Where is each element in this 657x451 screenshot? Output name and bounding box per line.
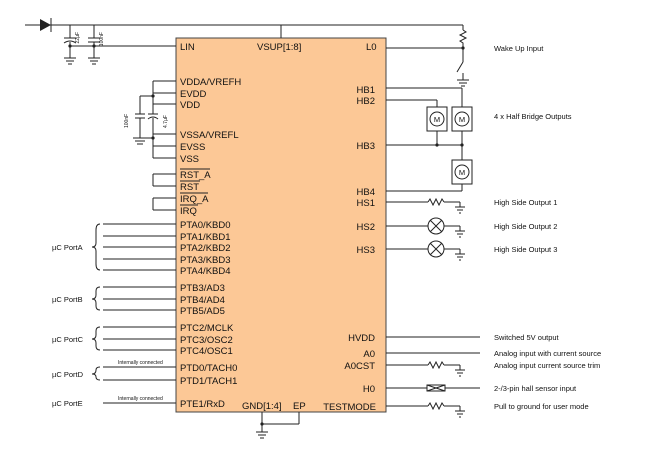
pin-ptb4: PTB4/AD4: [180, 295, 225, 306]
lower-right-wiring: [386, 336, 480, 418]
pin-pta1: PTA1/KBD1: [180, 232, 231, 243]
internal-note-e: Internally connected: [118, 396, 163, 402]
pin-vdd: VDD: [180, 100, 200, 111]
pin-hs2: HS2: [357, 222, 375, 233]
hs1-label: High Side Output 1: [494, 198, 557, 207]
hs3-label: High Side Output 3: [494, 245, 557, 254]
port-c-label: µC PortC: [52, 335, 84, 344]
pin-hb2: HB2: [357, 96, 375, 107]
port-d-label: µC PortD: [52, 370, 84, 379]
motor-1: M: [426, 106, 448, 132]
pin-a0cst: A0CST: [344, 361, 375, 372]
hvdd-label: Switched 5V output: [494, 333, 560, 342]
reset-irq-ties: [152, 173, 176, 211]
hs2-label: High Side Output 2: [494, 222, 557, 231]
pin-l0: L0: [366, 42, 377, 53]
pin-vdda: VDDA/VREFH: [180, 77, 241, 88]
pin-hs3: HS3: [357, 245, 375, 256]
right-pin-labels: HB1 HB2 HB3 HB4 HS1 HS2 HS3 HVDD A0 A0CS…: [323, 85, 376, 413]
hs2-lamp: [386, 217, 465, 238]
pin-pta3: PTA3/KBD3: [180, 255, 231, 266]
pin-hvdd: HVDD: [348, 333, 375, 344]
diode-icon: [40, 19, 51, 31]
pin-irq-a: IRQ_A: [180, 194, 209, 205]
pin-evss: EVSS: [180, 142, 205, 153]
pin-pta4: PTA4/KBD4: [180, 266, 231, 277]
motor-2-label: M: [459, 115, 465, 124]
pin-ptb5: PTB5/AD5: [180, 306, 225, 317]
pin-hb1: HB1: [357, 85, 375, 96]
wake-up-label: Wake Up Input: [494, 44, 544, 53]
half-bridge-wiring: [386, 87, 464, 192]
port-a-label: µC PortA: [52, 243, 83, 252]
pin-vssa: VSSA/VREFL: [180, 130, 239, 141]
pin-vsup: VSUP[1:8]: [257, 42, 301, 53]
cap-label-22uf: 22µF: [75, 32, 81, 44]
pin-pta2: PTA2/KBD2: [180, 243, 231, 254]
chip-ground: [256, 412, 300, 439]
pin-gnd: GND[1:4]: [242, 401, 282, 412]
internal-note-d: Internally connected: [118, 360, 163, 366]
hs1-load: [386, 197, 465, 214]
pin-rst: RST: [180, 182, 199, 193]
cap-label-100nf-vdd: 100nF: [124, 114, 130, 128]
wake-up-circuit: [386, 25, 469, 87]
pin-ptc2: PTC2/MCLK: [180, 323, 234, 334]
port-e-label: µC PortE: [52, 399, 83, 408]
pin-rst-a: RST_A: [180, 170, 211, 181]
pin-irq: IRQ: [180, 206, 197, 217]
pin-ptb3: PTB3/AD3: [180, 283, 225, 294]
supply-rail: [25, 18, 463, 65]
pin-ep: EP: [293, 401, 306, 412]
motor-1-label: M: [434, 115, 440, 124]
cap-label-4-7uf: 4.7µF: [163, 115, 169, 128]
testmode-label: Pull to ground for user mode: [494, 402, 589, 411]
pin-pte1: PTE1/RxD: [180, 399, 225, 410]
pin-hs1: HS1: [357, 198, 375, 209]
port-wires: [91, 223, 176, 404]
pin-h0: H0: [363, 384, 375, 395]
a0cst-label: Analog input current source trim: [494, 361, 600, 370]
pin-ptc3: PTC3/OSC2: [180, 335, 233, 346]
pin-evdd: EVDD: [180, 89, 207, 100]
left-pin-labels: VDDA/VREFH EVDD VDD VSSA/VREFL EVSS VSS …: [180, 77, 241, 410]
pin-testmode: TESTMODE: [323, 402, 376, 413]
h0-label: 2-/3-pin hall sensor input: [494, 384, 577, 393]
pin-lin: LIN: [180, 42, 195, 53]
pin-vss: VSS: [180, 154, 199, 165]
chip-body: [175, 37, 387, 413]
a0-label: Analog input with current source: [494, 349, 601, 358]
pin-pta0: PTA0/KBD0: [180, 220, 231, 231]
pin-ptd1: PTD1/TACH1: [180, 376, 237, 387]
motor-3-label: M: [459, 168, 465, 177]
hs3-lamp: [386, 240, 465, 261]
half-bridge-label: 4 x Half Bridge Outputs: [494, 112, 572, 121]
decoupling-network: [133, 80, 176, 159]
pin-hb3: HB3: [357, 141, 375, 152]
pin-ptc4: PTC4/OSC1: [180, 346, 233, 357]
port-b-label: µC PortB: [52, 295, 83, 304]
motor-2: M: [451, 106, 473, 132]
pin-ptd0: PTD0/TACH0: [180, 363, 237, 374]
pin-hb4: HB4: [357, 187, 375, 198]
pin-a0: A0: [363, 349, 375, 360]
cap-label-100nf: 100nF: [99, 32, 105, 46]
motor-3: M: [451, 159, 473, 185]
